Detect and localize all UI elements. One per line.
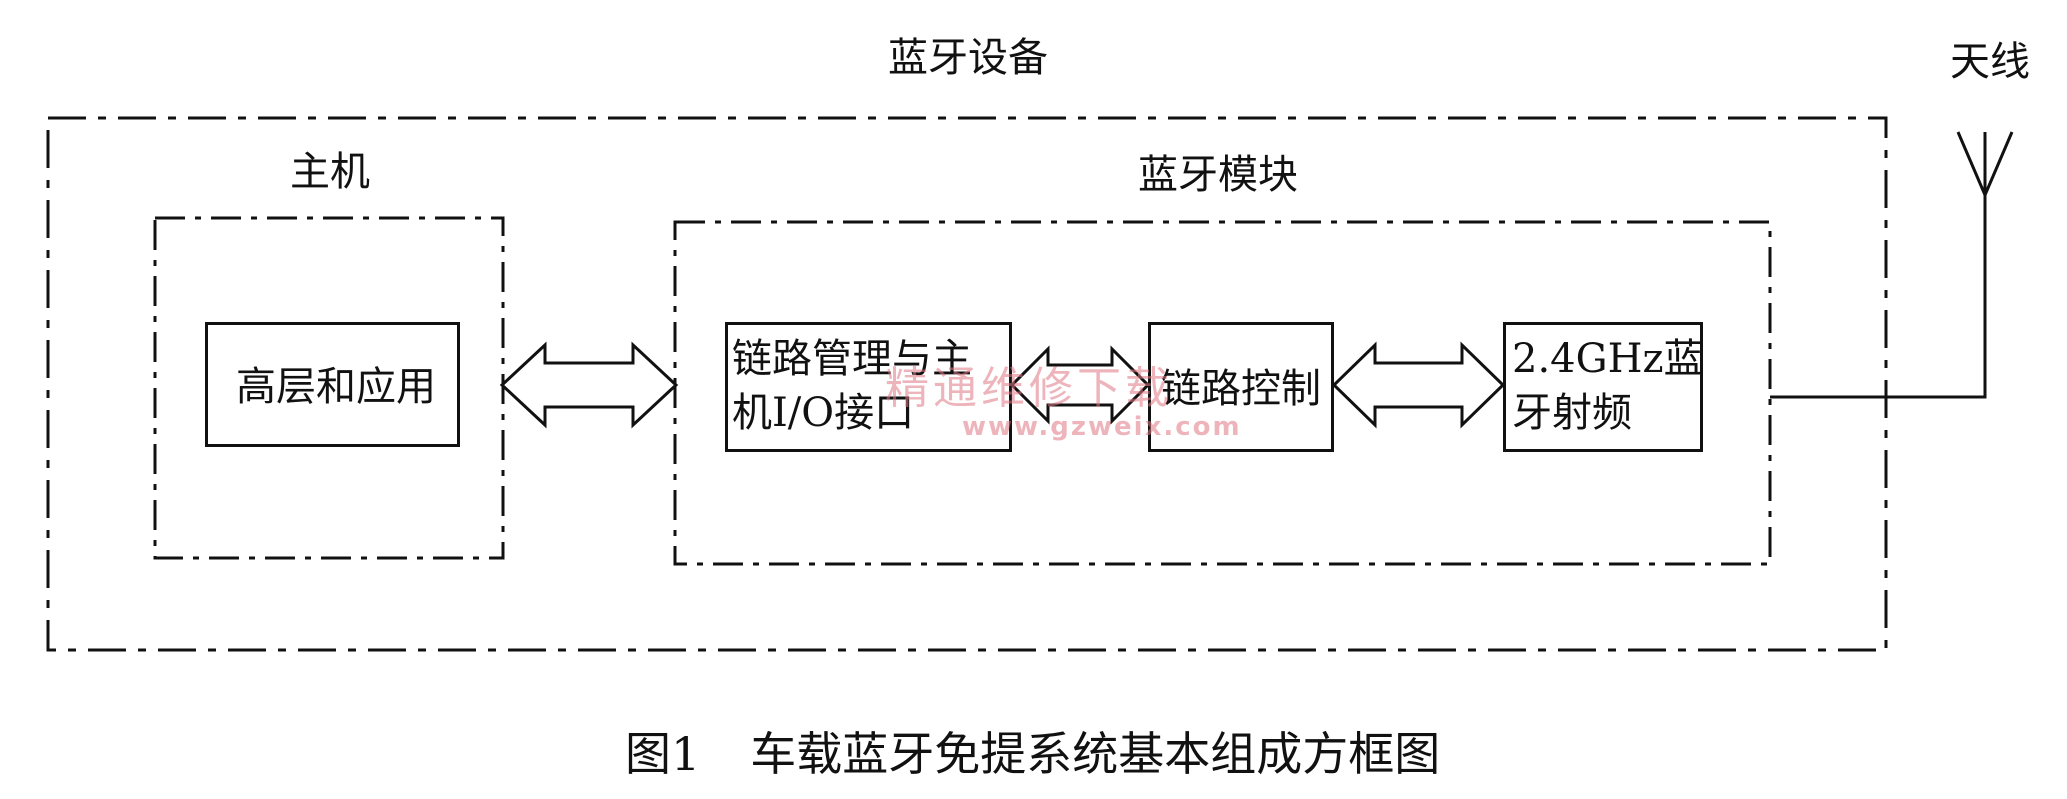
radio-line2: 牙射频	[1512, 390, 1632, 436]
bluetooth-device-frame	[46, 116, 1888, 652]
figure-number: 图1	[625, 727, 701, 781]
bluetooth-module-frame	[673, 220, 1772, 566]
antenna-feed-line	[1770, 195, 1987, 399]
app-block-label: 高层和应用	[236, 364, 436, 410]
radio-block: 2.4GHz蓝 牙射频	[1503, 322, 1704, 452]
link-manager-line1: 链路管理与主	[732, 336, 972, 382]
link-control-label: 链路控制	[1161, 366, 1321, 412]
link-manager-line2: 机I/O接口	[732, 390, 915, 436]
host-module-double-arrow	[499, 341, 679, 429]
link-manager-block: 链路管理与主 机I/O接口	[725, 322, 1012, 452]
figure-caption: 图1 车载蓝牙免提系统基本组成方框图	[625, 718, 1440, 784]
link-control-block: 链路控制	[1148, 322, 1334, 452]
host-label: 主机	[290, 149, 370, 195]
lc-radio-double-arrow	[1331, 341, 1506, 429]
app-block: 高层和应用	[205, 322, 460, 447]
bluetooth-module-label: 蓝牙模块	[1138, 152, 1298, 198]
antenna-label: 天线	[1950, 39, 2030, 85]
lm-lc-double-arrow	[1009, 345, 1151, 425]
bluetooth-device-label: 蓝牙设备	[888, 35, 1048, 81]
figure-title: 车载蓝牙免提系统基本组成方框图	[750, 727, 1441, 781]
radio-line1: 2.4GHz蓝	[1512, 336, 1704, 382]
antenna-icon	[1956, 131, 2014, 196]
host-frame	[153, 216, 505, 560]
